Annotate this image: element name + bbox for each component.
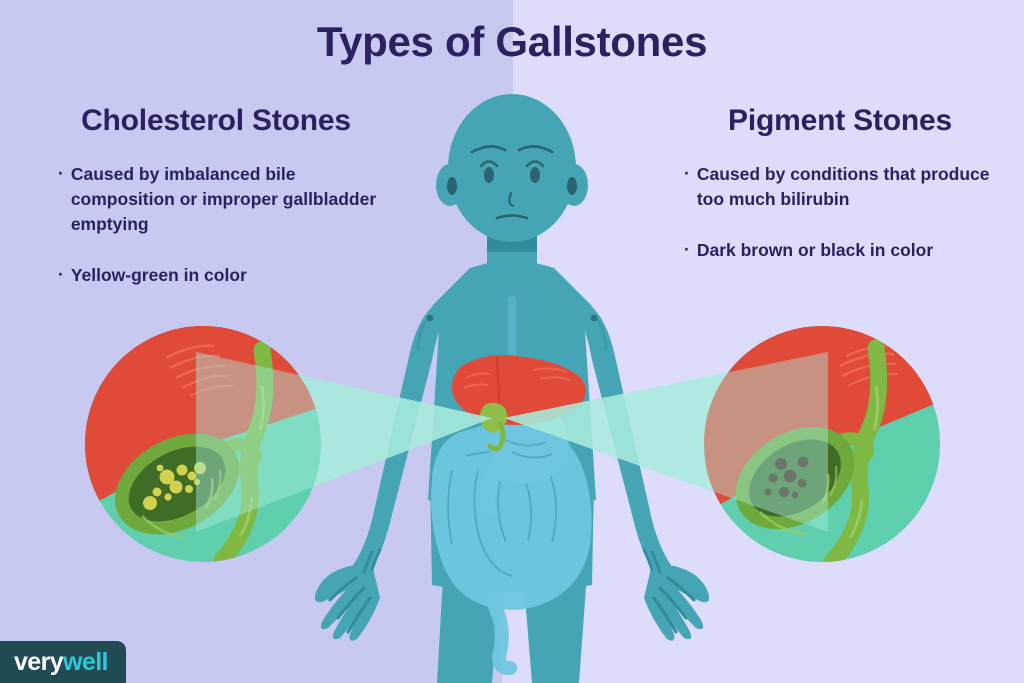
bullet-text: Dark brown or black in color — [696, 239, 934, 260]
cholesterol-stones-column: Cholesterol Stones · Caused by imbalance… — [40, 104, 392, 313]
cholesterol-stones-closeup — [85, 326, 321, 562]
spotlight-cone-overlay — [196, 352, 828, 532]
bullet-marker-icon: · — [684, 163, 690, 183]
pigment-stones-heading: Pigment Stones — [728, 104, 952, 137]
logo-text-well: well — [63, 647, 108, 676]
pigment-stones-closeup — [704, 326, 940, 562]
bullet-text: Yellow-green in color — [70, 264, 247, 285]
cholesterol-stones-heading: Cholesterol Stones — [81, 104, 351, 137]
list-item: · Dark brown or black in color — [664, 238, 1016, 263]
pigment-stones-bullet-list: · Caused by conditions that produce too … — [664, 162, 1016, 263]
list-item: · Caused by conditions that produce too … — [664, 162, 1016, 212]
list-item: · Yellow-green in color — [40, 263, 392, 288]
cholesterol-stone-group — [143, 462, 206, 510]
bullet-text: Caused by conditions that produce too mu… — [696, 164, 990, 209]
internal-organs — [431, 355, 592, 675]
bullet-marker-icon: · — [58, 263, 64, 284]
pigment-stones-column: Pigment Stones · Caused by conditions th… — [664, 104, 1016, 289]
bullet-marker-icon: · — [58, 163, 64, 183]
bullet-text: Caused by imbalanced bile composition or… — [70, 164, 377, 234]
cholesterol-stones-bullet-list: · Caused by imbalanced bile composition … — [40, 162, 392, 287]
page-title: Types of Gallstones — [316, 18, 708, 65]
pigment-stone-group — [764, 456, 809, 499]
list-item: · Caused by imbalanced bile composition … — [40, 162, 392, 237]
logo-text-very: very — [14, 647, 64, 676]
bullet-marker-icon: · — [684, 238, 690, 259]
